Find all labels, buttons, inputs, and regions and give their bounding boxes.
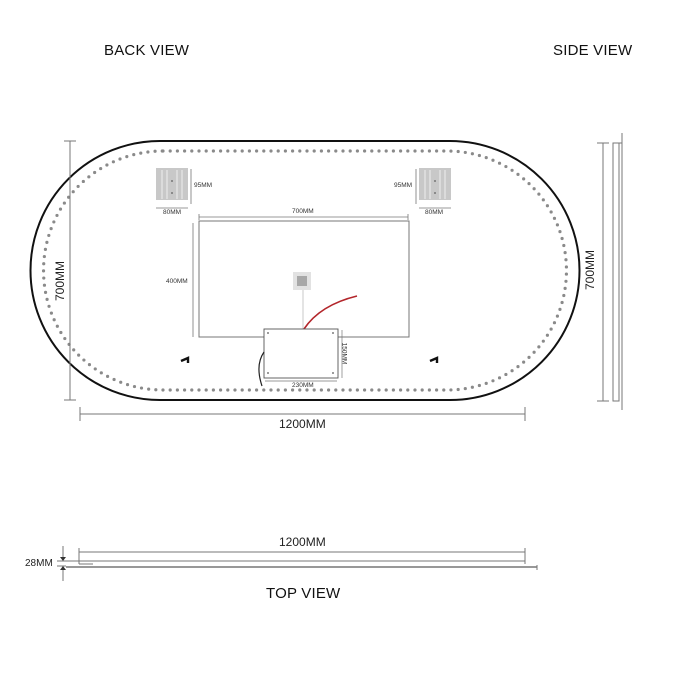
black-wire — [258, 351, 265, 387]
top-view-title: TOP VIEW — [266, 585, 341, 602]
label-side-height: 700MM — [583, 249, 598, 291]
corner-hook-right — [429, 356, 439, 363]
corner-hook-left — [180, 356, 190, 363]
side-view-title: SIDE VIEW — [553, 42, 633, 59]
wall-bracket-left — [156, 168, 192, 209]
back-view-title: BACK VIEW — [104, 42, 190, 59]
label-overall-width: 1200MM — [279, 417, 326, 431]
label-bracket-left-width: 80MM — [163, 209, 182, 216]
label-inner-height: 400MM — [166, 278, 188, 285]
label-bracket-left-height: 95MM — [194, 182, 213, 189]
side-view-drawing — [597, 133, 623, 410]
mirror-outline — [29, 140, 581, 401]
label-top-width: 1200MM — [279, 535, 326, 549]
label-driver-width: 230MM — [292, 382, 314, 389]
touch-sensor — [293, 272, 311, 329]
label-overall-height: 700MM — [53, 260, 68, 302]
label-inner-width: 700MM — [292, 208, 314, 215]
label-top-depth: 28MM — [25, 558, 53, 569]
label-bracket-right-width: 80MM — [425, 209, 444, 216]
label-driver-height: 150MM — [340, 342, 348, 365]
driver-box — [263, 328, 339, 379]
dimension-overall-width — [79, 407, 526, 421]
dimension-overall-height — [64, 140, 76, 401]
label-bracket-right-height: 95MM — [394, 182, 413, 189]
red-wire — [303, 295, 358, 330]
wall-bracket-right — [415, 168, 451, 209]
dimension-inner-width — [198, 214, 409, 220]
top-view-drawing — [57, 546, 538, 581]
